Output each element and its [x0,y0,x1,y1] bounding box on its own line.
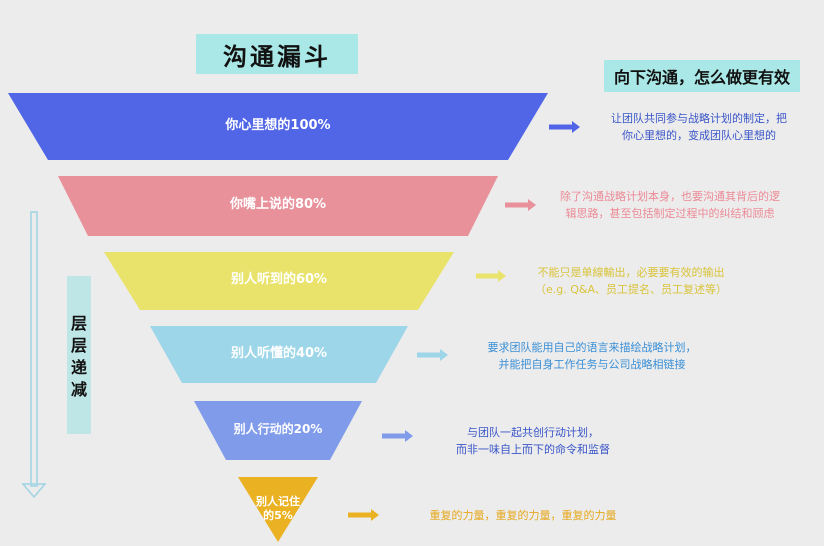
funnel-layer-5 [194,401,362,460]
arrow-right-icon [417,349,448,361]
side-label: 层 层 递 减 [70,314,87,399]
arrow-right-icon [549,121,580,133]
funnel-layer-4 [150,326,408,383]
layer-label-4: 别人听懂的40% [230,345,328,361]
funnel-layer-2 [58,176,498,236]
layer-label-3: 别人听到的60% [230,272,328,287]
arrow-right-icon [505,199,536,211]
layer-note-3: 不能只是单線輸出，必要要有效的输出 （e.g. Q&A、员工提名、员工复述等） [535,266,727,296]
arrow-right-icon [348,509,379,521]
diagram-title: 沟通漏斗 [196,34,358,74]
layer-label-2: 你嘴上说的80% [229,197,327,212]
arrow-right-icon [476,270,506,282]
layer-note-6: 重复的力量，重复的力量，重复的力量 [429,509,617,522]
layer-note-4: 要求团队能用自己的语言来描绘战略计划， 并能把自身工作任务与公司战略相链接 [487,341,697,371]
layer-label-5: 别人行动的20% [233,421,323,436]
arrow-right-icon [382,430,413,442]
side-down-arrow [21,211,47,499]
layer-note-2: 除了沟通战略计划本身，也要沟通其背后的逻 辑思路，甚至包括制定过程中的纠结和顾虑 [560,190,780,220]
layer-label-1: 你心里想的100% [225,117,331,133]
funnel-layer-6 [238,477,318,542]
diagram-subtitle: 向下沟通，怎么做更有效 [604,60,800,92]
funnel-layer-1 [8,93,548,160]
layer-label-6: 别人记住 的5% [256,495,300,522]
side-label-box [67,276,91,434]
layer-note-1: 让团队共同参与战略计划的制定，把 你心里想的，变成团队心里想的 [611,112,787,142]
layer-note-5: 与团队一起共创行动计划， 而非一味自上而下的命令和监督 [456,426,610,456]
funnel-layer-3 [104,252,454,310]
